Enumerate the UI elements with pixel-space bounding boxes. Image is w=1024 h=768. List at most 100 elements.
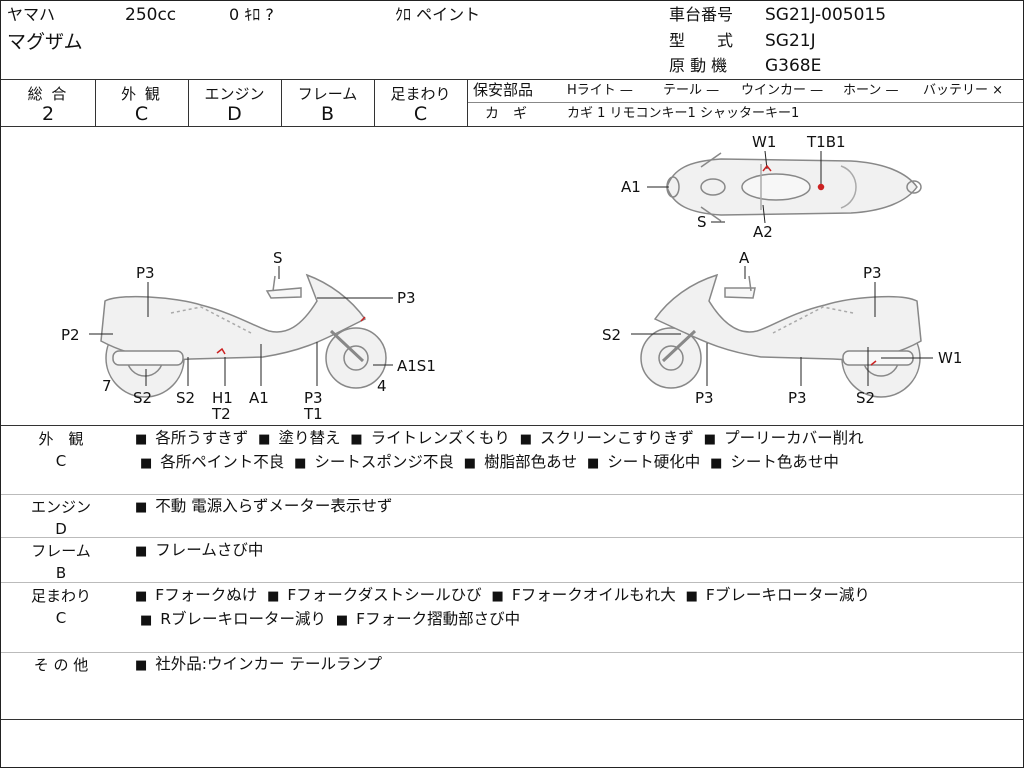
section-divider <box>1 537 1023 538</box>
section-suspension-notes: ■Fフォークぬけ ■Fフォークダストシールひび ■Fフォークオイルもれ大 ■Fブ… <box>135 584 1015 632</box>
grade-divider <box>95 79 96 126</box>
diagram-rule <box>1 425 1023 426</box>
bottom-rule <box>1 719 1023 720</box>
note-item: ■樹脂部色あせ <box>464 453 577 471</box>
diagram-label: W1 <box>752 133 776 151</box>
square-bullet-icon: ■ <box>135 589 148 604</box>
square-bullet-icon: ■ <box>135 658 148 673</box>
section-divider <box>1 652 1023 653</box>
note-text: 社外品:ウインカー テールランプ <box>155 655 382 673</box>
note-item: ■フレームさび中 <box>135 541 263 559</box>
diagram-label: S2 <box>602 326 621 344</box>
note-item: ■シート色あせ中 <box>710 453 839 471</box>
note-item: ■Rブレーキローター減り <box>140 610 326 628</box>
note-item: ■シートスポンジ不良 <box>294 453 454 471</box>
diagram-label: P3 <box>304 389 323 407</box>
square-bullet-icon: ■ <box>139 456 153 471</box>
header-rule <box>1 79 1023 80</box>
section-suspension-label: 足まわり C <box>30 587 91 627</box>
square-bullet-icon: ■ <box>139 613 153 628</box>
diagram-label: H1 <box>212 389 233 407</box>
diagram-label: P3 <box>863 264 882 282</box>
square-bullet-icon: ■ <box>463 456 477 471</box>
diagram-label: W1 <box>938 349 962 367</box>
diagram-label: T1B1 <box>806 133 846 151</box>
note-item: ■ Fフォークオイルもれ大 <box>492 586 676 604</box>
note-text: 各所ペイント不良 <box>160 453 285 471</box>
note-text: Fフォークダストシールひび <box>287 586 482 604</box>
grade-exterior: 外 観 C <box>121 85 162 125</box>
square-bullet-icon: ■ <box>335 613 349 628</box>
note-text: Fフォークオイルもれ大 <box>511 586 676 604</box>
note-text: フレームさび中 <box>155 541 264 559</box>
grade-suspension: 足まわり C <box>390 85 451 125</box>
section-exterior-label: 外 観 C <box>38 430 84 470</box>
mileage: 0 ｷﾛ ? <box>229 5 274 24</box>
diagram-label: S2 <box>133 389 152 407</box>
diagram-label: P3 <box>695 389 714 407</box>
square-bullet-icon: ■ <box>710 456 723 471</box>
safety-item-headlight: Hライト — <box>567 83 633 98</box>
section-engine-label: エンジン D <box>30 498 91 538</box>
note-text: 不動 電源入らずメーター表示せず <box>155 497 393 515</box>
diagram-label: S <box>697 213 707 231</box>
square-bullet-icon: ■ <box>491 589 504 604</box>
diagram-label: P2 <box>61 326 80 344</box>
square-bullet-icon: ■ <box>586 456 600 471</box>
keys-value: カギ 1 リモコンキー1 シャッターキー1 <box>567 106 800 121</box>
note-text: スクリーンこすりきず <box>540 429 694 447</box>
grade-engine: エンジン D <box>204 85 265 125</box>
note-item: ■シート硬化中 <box>587 453 700 471</box>
engine-label: 原 動 機 <box>669 56 728 75</box>
note-text: Fフォーク摺動部さび中 <box>356 610 521 628</box>
right-view-scooter-sketch <box>640 273 922 398</box>
model-label: 型 式 <box>669 31 734 50</box>
note-item: ■各所うすきず <box>135 429 248 447</box>
note-item: ■塗り替え <box>258 429 340 447</box>
diagram-label: P3 <box>136 264 155 282</box>
note-text: Fフォークぬけ <box>155 586 258 604</box>
square-bullet-icon: ■ <box>294 456 307 471</box>
square-bullet-icon: ■ <box>519 432 532 447</box>
note-item: ■ Fフォークダストシールひび <box>267 586 482 604</box>
grade-divider <box>467 79 468 126</box>
square-bullet-icon: ■ <box>267 589 280 604</box>
note-item: ■Fブレーキローター減り <box>686 586 870 604</box>
color: ｸﾛ ペイント <box>395 5 481 24</box>
frame-no: SG21J-005015 <box>765 5 887 25</box>
diagram-label: P3 <box>788 389 807 407</box>
square-bullet-icon: ■ <box>703 432 717 447</box>
diagram-label: S2 <box>856 389 875 407</box>
section-other-notes: ■ 社外品:ウインカー テールランプ <box>135 653 1015 677</box>
note-item: ■ 各所ペイント不良 <box>140 453 284 471</box>
keys-label: カ ギ <box>485 106 527 122</box>
top-view-scooter-sketch <box>666 152 922 222</box>
diagram-label: A1 <box>249 389 269 407</box>
grade-divider <box>188 79 189 126</box>
diagram-label: 4 <box>377 377 387 395</box>
safety-item-horn: ホーン — <box>843 83 899 98</box>
diagram-labels: A1 W1 T1B1 S A2 S P3 P3 P2 A1S1 7 4 S2 S… <box>61 133 962 423</box>
section-other-label: そ の 他 <box>33 656 89 674</box>
grade-divider <box>374 79 375 126</box>
diagram-label: S2 <box>176 389 195 407</box>
diagram-label: A1S1 <box>397 357 436 375</box>
safety-item-tail: テール — <box>663 83 720 98</box>
displacement: 250cc <box>125 5 177 25</box>
safety-label: 保安部品 <box>473 81 534 99</box>
grade-divider <box>281 79 282 126</box>
grade-rule <box>1 126 1023 127</box>
section-exterior-notes: ■各所うすきず ■塗り替え ■ライトレンズくもり ■スクリーンこすりきず ■プー… <box>135 427 1015 475</box>
frame-no-label: 車台番号 <box>669 5 734 24</box>
note-text: ライトレンズくもり <box>370 429 510 447</box>
square-bullet-icon: ■ <box>350 432 363 447</box>
safety-item-winker: ウインカー — <box>741 83 824 98</box>
safety-item-battery: バッテリー × <box>923 83 1004 98</box>
note-text: 塗り替え <box>278 429 341 447</box>
diagram-label: T1 <box>303 405 323 423</box>
square-bullet-icon: ■ <box>135 500 148 515</box>
safety-rule <box>467 102 1023 103</box>
grade-overall: 総 合 2 <box>27 85 69 125</box>
note-item: ■ ライトレンズくもり <box>350 429 510 447</box>
